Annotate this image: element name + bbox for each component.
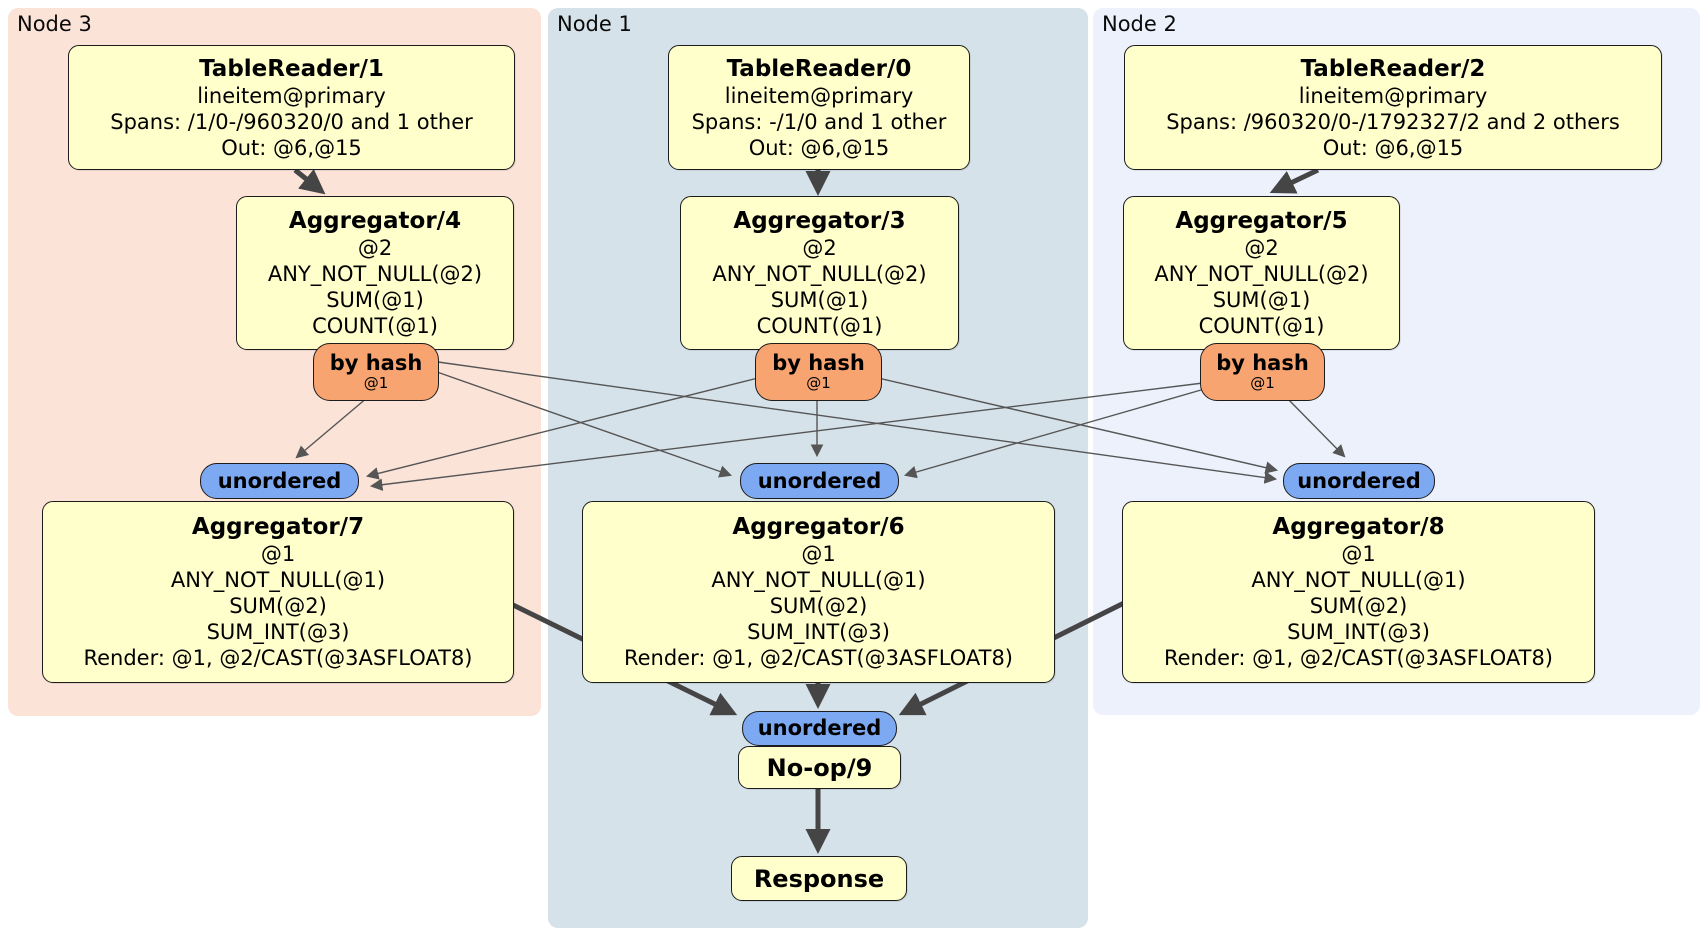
processor-detail: @1 [801, 542, 836, 566]
processor-detail: Spans: /960320/0-/1792327/2 and 2 others [1166, 109, 1620, 134]
processor-detail: lineitem@primary [1298, 83, 1488, 108]
processor-title: TableReader/1 [199, 55, 384, 82]
processor-detail: ANY_NOT_NULL(@1) [1251, 568, 1466, 592]
badge-label: unordered [1297, 468, 1421, 493]
processor-title: TableReader/2 [1300, 55, 1486, 82]
processor-detail: SUM_INT(@3) [206, 620, 350, 644]
aggregator-7-box: Aggregator/7 @1 ANY_NOT_NULL(@1) SUM(@2)… [42, 501, 514, 683]
processor-title: Response [753, 864, 885, 893]
processor-title: Aggregator/7 [191, 514, 365, 540]
processor-detail: ANY_NOT_NULL(@2) [267, 262, 483, 286]
aggregator-6-box: Aggregator/6 @1 ANY_NOT_NULL(@1) SUM(@2)… [582, 501, 1055, 683]
processor-detail: Spans: -/1/0 and 1 other [691, 109, 947, 134]
processor-detail: ANY_NOT_NULL(@2) [1154, 262, 1369, 286]
processor-detail: @1 [1341, 542, 1376, 566]
processor-title: Aggregator/3 [733, 208, 906, 234]
processor-detail: lineitem@primary [724, 83, 914, 108]
processor-detail: @2 [1244, 236, 1279, 260]
noop-9-box: No-op/9 [738, 746, 901, 789]
processor-detail: Spans: /1/0-/960320/0 and 1 other [110, 109, 473, 134]
aggregator-3-box: Aggregator/3 @2 ANY_NOT_NULL(@2) SUM(@1)… [680, 196, 959, 350]
by-hash-router-badge-node1: by hash @1 [755, 343, 882, 401]
badge-sublabel: @1 [363, 374, 389, 392]
badge-label: by hash [329, 351, 423, 375]
processor-detail: Out: @6,@15 [1322, 135, 1464, 160]
processor-detail: SUM_INT(@3) [747, 620, 890, 644]
processor-title: TableReader/0 [726, 55, 912, 82]
processor-detail: SUM(@1) [1212, 288, 1311, 312]
badge-sublabel: @1 [806, 374, 831, 392]
processor-detail: ANY_NOT_NULL(@2) [712, 262, 927, 286]
processor-detail: @2 [357, 236, 393, 260]
by-hash-router-badge-node3: by hash @1 [313, 343, 439, 401]
table-reader-0-box: TableReader/0 lineitem@primary Spans: -/… [668, 45, 970, 170]
processor-detail: COUNT(@1) [1198, 314, 1325, 338]
processor-title: Aggregator/6 [732, 514, 905, 540]
node1-label: Node 1 [557, 12, 632, 36]
processor-detail: SUM(@2) [1309, 594, 1408, 618]
processor-detail: ANY_NOT_NULL(@1) [711, 568, 926, 592]
unordered-sync-badge-node1: unordered [740, 463, 899, 499]
aggregator-4-box: Aggregator/4 @2 ANY_NOT_NULL(@2) SUM(@1)… [236, 196, 514, 350]
processor-detail: ANY_NOT_NULL(@1) [170, 568, 386, 592]
processor-detail: SUM(@2) [229, 594, 327, 618]
badge-label: unordered [217, 468, 342, 493]
response-box: Response [731, 856, 907, 901]
node2-label: Node 2 [1102, 12, 1177, 36]
processor-detail: Render: @1, @2/CAST(@3ASFLOAT8) [623, 646, 1014, 670]
processor-title: Aggregator/5 [1175, 208, 1348, 234]
processor-detail: @1 [260, 542, 296, 566]
processor-detail: SUM(@1) [326, 288, 424, 312]
processor-detail: Render: @1, @2/CAST(@3ASFLOAT8) [83, 646, 473, 670]
processor-title: Aggregator/8 [1272, 514, 1445, 540]
table-reader-1-box: TableReader/1 lineitem@primary Spans: /1… [68, 45, 515, 170]
processor-title: No-op/9 [766, 753, 873, 782]
processor-detail: Out: @6,@15 [748, 135, 890, 160]
aggregator-8-box: Aggregator/8 @1 ANY_NOT_NULL(@1) SUM(@2)… [1122, 501, 1595, 683]
processor-detail: COUNT(@1) [756, 314, 883, 338]
badge-label: unordered [757, 468, 882, 493]
node3-label: Node 3 [17, 12, 92, 36]
processor-detail: @2 [802, 236, 837, 260]
processor-title: Aggregator/4 [288, 208, 462, 234]
unordered-sync-badge-node3: unordered [200, 463, 359, 499]
processor-detail: SUM_INT(@3) [1287, 620, 1430, 644]
by-hash-router-badge-node2: by hash @1 [1200, 343, 1325, 401]
badge-label: unordered [757, 716, 882, 740]
badge-label: by hash [1216, 351, 1309, 375]
aggregator-5-box: Aggregator/5 @2 ANY_NOT_NULL(@2) SUM(@1)… [1123, 196, 1400, 350]
unordered-sync-badge-final: unordered [742, 711, 897, 746]
badge-label: by hash [772, 351, 865, 375]
processor-detail: Out: @6,@15 [221, 135, 362, 160]
unordered-sync-badge-node2: unordered [1283, 463, 1435, 499]
processor-detail: SUM(@2) [769, 594, 868, 618]
processor-detail: Render: @1, @2/CAST(@3ASFLOAT8) [1163, 646, 1554, 670]
table-reader-2-box: TableReader/2 lineitem@primary Spans: /9… [1124, 45, 1662, 170]
processor-detail: lineitem@primary [197, 83, 386, 108]
processor-detail: SUM(@1) [770, 288, 869, 312]
processor-detail: COUNT(@1) [312, 314, 438, 338]
badge-sublabel: @1 [1250, 374, 1275, 392]
